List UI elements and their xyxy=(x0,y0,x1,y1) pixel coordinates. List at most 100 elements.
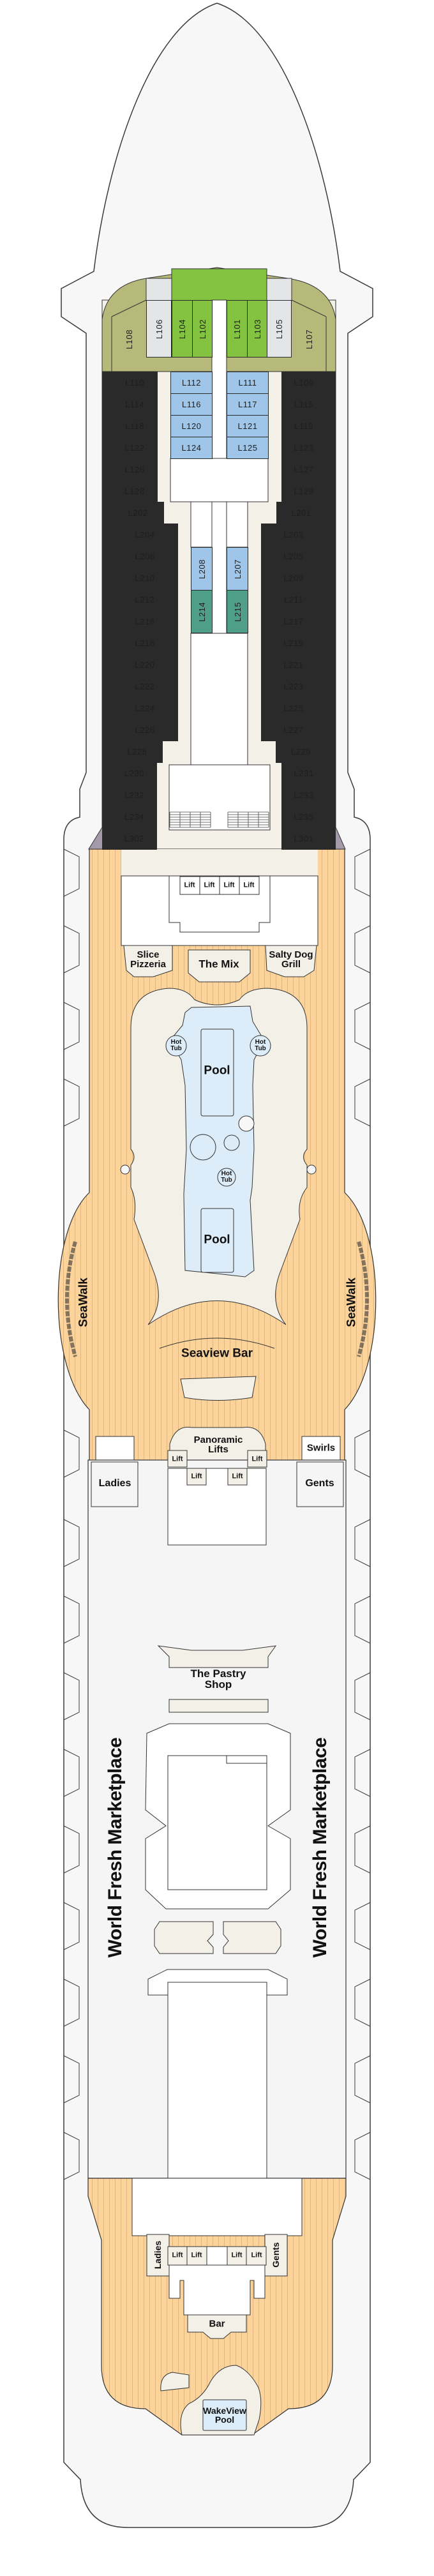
cabin-l122[interactable]: L122 xyxy=(102,437,158,459)
cabin-number: L112 xyxy=(182,378,201,388)
cabin-l204[interactable]: L204 xyxy=(102,523,178,546)
cabin-l107[interactable]: L107 xyxy=(292,306,326,372)
cabin-l302[interactable]: L302 xyxy=(102,827,157,850)
cabin-number: L221 xyxy=(283,660,304,670)
cabin-l209[interactable]: L209 xyxy=(261,567,336,589)
seaview-bar-label[interactable]: Seaview Bar xyxy=(181,1346,253,1360)
cabin-l120[interactable]: L120 xyxy=(170,415,213,437)
swirls-label[interactable]: Swirls xyxy=(306,1442,336,1454)
wakeview-pool-basin xyxy=(202,2399,247,2431)
cabin-l216[interactable]: L216 xyxy=(102,610,178,633)
lifeboat-recess xyxy=(63,2132,80,2180)
cabin-l129[interactable]: L129 xyxy=(281,480,336,502)
pastry-shop-label[interactable]: The Pastry Shop xyxy=(190,1668,246,1691)
aft-gents-label[interactable]: Gents xyxy=(271,2242,281,2268)
cabin-l205[interactable]: L205 xyxy=(261,545,336,568)
cabin-l214[interactable]: L214 xyxy=(191,590,213,633)
cabin-l121[interactable]: L121 xyxy=(227,415,269,437)
cabin-l112[interactable]: L112 xyxy=(170,372,213,394)
pool-label[interactable]: Pool xyxy=(204,1064,230,1078)
cabin-l228[interactable]: L228 xyxy=(102,741,163,763)
gents-label[interactable]: Gents xyxy=(305,1478,334,1489)
cabin-l235[interactable]: L235 xyxy=(281,806,336,828)
lifeboat-recesses xyxy=(63,848,371,2180)
cabin-number: L223 xyxy=(283,682,304,691)
cabin-l234[interactable]: L234 xyxy=(102,806,157,828)
cabin-l115[interactable]: L115 xyxy=(281,393,336,416)
slice-pizzeria-label[interactable]: Slice Pizzeria xyxy=(130,949,166,970)
cabin-l230[interactable]: L230 xyxy=(102,762,157,785)
cabin-l227[interactable]: L227 xyxy=(261,719,336,741)
cabin-l217[interactable]: L217 xyxy=(261,610,336,633)
cabin-l220[interactable]: L220 xyxy=(102,654,178,676)
cabin-l212[interactable]: L212 xyxy=(102,589,178,611)
cabin-l114[interactable]: L114 xyxy=(102,393,158,416)
lifeboat-recess xyxy=(354,1978,371,2027)
cabin-l110[interactable]: L110 xyxy=(102,372,158,394)
cabin-l229[interactable]: L229 xyxy=(276,741,336,763)
cabin-l125[interactable]: L125 xyxy=(227,437,269,459)
panoramic-lifts-label[interactable]: Panoramic Lifts xyxy=(193,1435,243,1455)
cabin-l226[interactable]: L226 xyxy=(102,719,178,741)
cabin-l210[interactable]: L210 xyxy=(102,567,178,589)
cabin-l301[interactable]: L301 xyxy=(281,827,336,850)
cabin-l201[interactable]: L201 xyxy=(276,502,336,524)
splash-pool-2 xyxy=(223,1134,240,1151)
lifeboat-recess xyxy=(354,848,371,897)
cabin-l101[interactable]: L101 xyxy=(227,300,248,358)
cabin-l123[interactable]: L123 xyxy=(281,437,336,459)
cabin-l207[interactable]: L207 xyxy=(227,547,248,591)
cabin-l225[interactable]: L225 xyxy=(261,697,336,719)
cabin-l127[interactable]: L127 xyxy=(281,458,336,481)
cabin-l103[interactable]: L103 xyxy=(247,300,267,358)
cabin-l111[interactable]: L111 xyxy=(227,372,269,394)
cabin-l128[interactable]: L128 xyxy=(102,480,158,502)
cabin-l126[interactable]: L126 xyxy=(102,458,158,481)
marketplace-label-port[interactable]: World Fresh Marketplace xyxy=(105,1737,126,1958)
cabin-number: L121 xyxy=(237,421,258,431)
aft-bar-label[interactable]: Bar xyxy=(209,2318,225,2330)
cabin-l206[interactable]: L206 xyxy=(102,545,178,568)
aft-ladies-label[interactable]: Ladies xyxy=(153,2240,163,2270)
cabin-l211[interactable]: L211 xyxy=(261,589,336,611)
cabin-l118[interactable]: L118 xyxy=(102,415,158,437)
pool-label[interactable]: Pool xyxy=(204,1233,230,1247)
lift-car xyxy=(239,876,260,895)
seawalk-label-stbd[interactable]: SeaWalk xyxy=(345,1277,359,1327)
lifeboat-recess xyxy=(63,1749,80,1797)
wakeview-pool-label[interactable]: WakeView Pool xyxy=(203,2406,246,2425)
cabin-l215[interactable]: L215 xyxy=(227,590,248,633)
cabin-l224[interactable]: L224 xyxy=(102,697,178,719)
cabin-l231[interactable]: L231 xyxy=(281,762,336,785)
cabin-l222[interactable]: L222 xyxy=(102,675,178,698)
cabin-l218[interactable]: L218 xyxy=(102,632,178,654)
deck-column-stbd xyxy=(306,1164,317,1175)
cabin-number: L102 xyxy=(197,319,207,339)
buffet-island-port xyxy=(154,1921,214,1954)
cabin-l221[interactable]: L221 xyxy=(261,654,336,676)
cabin-l202[interactable]: L202 xyxy=(102,502,164,524)
cabin-l106[interactable]: L106 xyxy=(146,300,172,358)
seawalk-label-port[interactable]: SeaWalk xyxy=(77,1277,91,1327)
cabin-l108[interactable]: L108 xyxy=(112,306,146,372)
salty-dog-grill-label[interactable]: Salty Dog Grill xyxy=(269,949,313,970)
cabin-l105[interactable]: L105 xyxy=(267,300,292,358)
cabin-l117[interactable]: L117 xyxy=(227,393,269,416)
cabin-l109[interactable]: L109 xyxy=(281,372,336,394)
ladies-label[interactable]: Ladies xyxy=(98,1478,131,1489)
cabin-l116[interactable]: L116 xyxy=(170,393,213,416)
cabin-l232[interactable]: L232 xyxy=(102,784,157,806)
cabin-l124[interactable]: L124 xyxy=(170,437,213,459)
cabin-l104[interactable]: L104 xyxy=(172,300,193,358)
cabin-l119[interactable]: L119 xyxy=(281,415,336,437)
cabin-l208[interactable]: L208 xyxy=(191,547,213,591)
cabin-l203[interactable]: L203 xyxy=(261,523,336,546)
marketplace-label-stbd[interactable]: World Fresh Marketplace xyxy=(310,1737,331,1958)
the-mix-label[interactable]: The Mix xyxy=(198,958,239,970)
cabin-l219[interactable]: L219 xyxy=(261,632,336,654)
cabin-l102[interactable]: L102 xyxy=(192,300,213,358)
cabin-l233[interactable]: L233 xyxy=(281,784,336,806)
cabin-l223[interactable]: L223 xyxy=(261,675,336,698)
hot-tub-center xyxy=(217,1168,236,1187)
cabin-number: L222 xyxy=(135,682,155,691)
